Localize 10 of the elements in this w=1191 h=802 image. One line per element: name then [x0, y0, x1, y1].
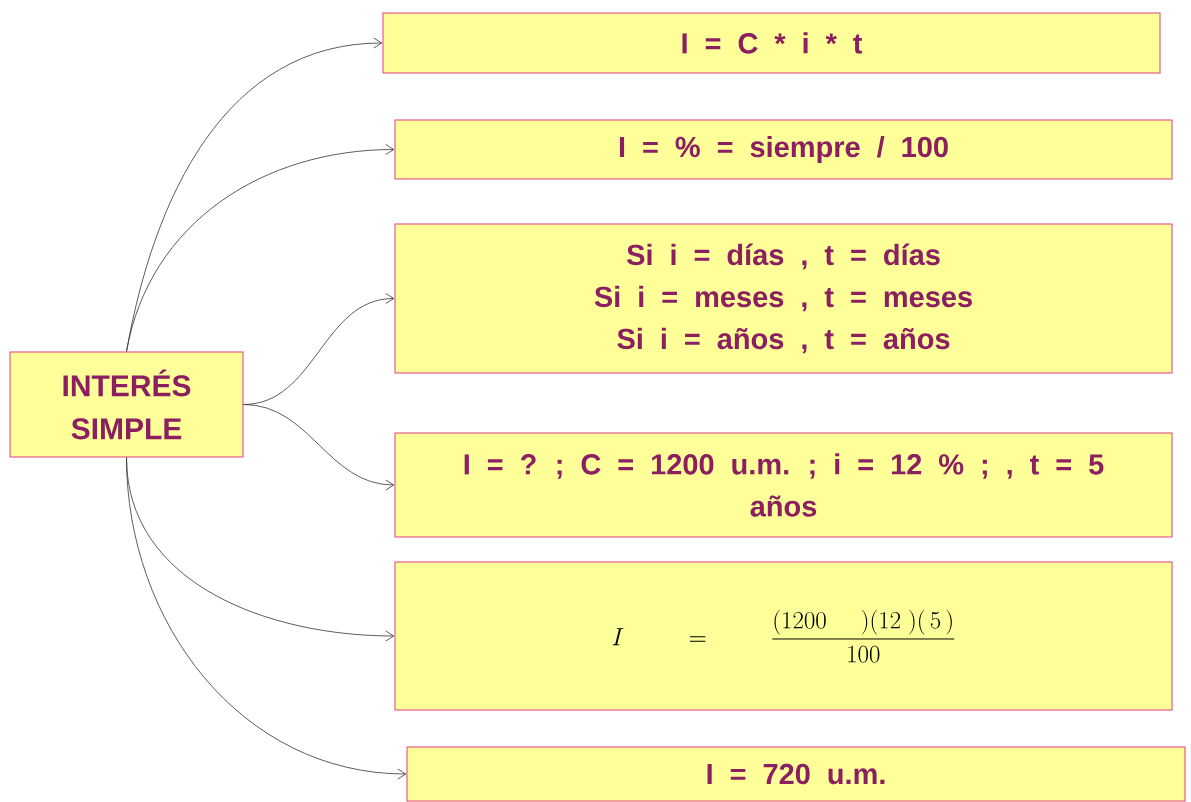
text-box: I = C * i * t [382, 12, 1161, 74]
arrow [243, 404, 395, 491]
arrow [126, 457, 407, 780]
arrow [126, 144, 395, 352]
text-box: I = % = siempre / 100 [394, 119, 1173, 180]
text-box: Si i = días , t = días Si i = meses , t = meses Si i = años , t = años [394, 223, 1173, 374]
text-box: I = ? ; C = 1200 u.m. ; i = 12 % ; , t = 5 años [394, 432, 1173, 538]
formula-box: $I = \dfrac{(1200\quad)(12\;)(\,5\,)}{100}$ [394, 561, 1173, 711]
text-box: I = 720 u.m. [406, 746, 1186, 802]
topic-box: INTERÉS SIMPLE [9, 351, 244, 458]
